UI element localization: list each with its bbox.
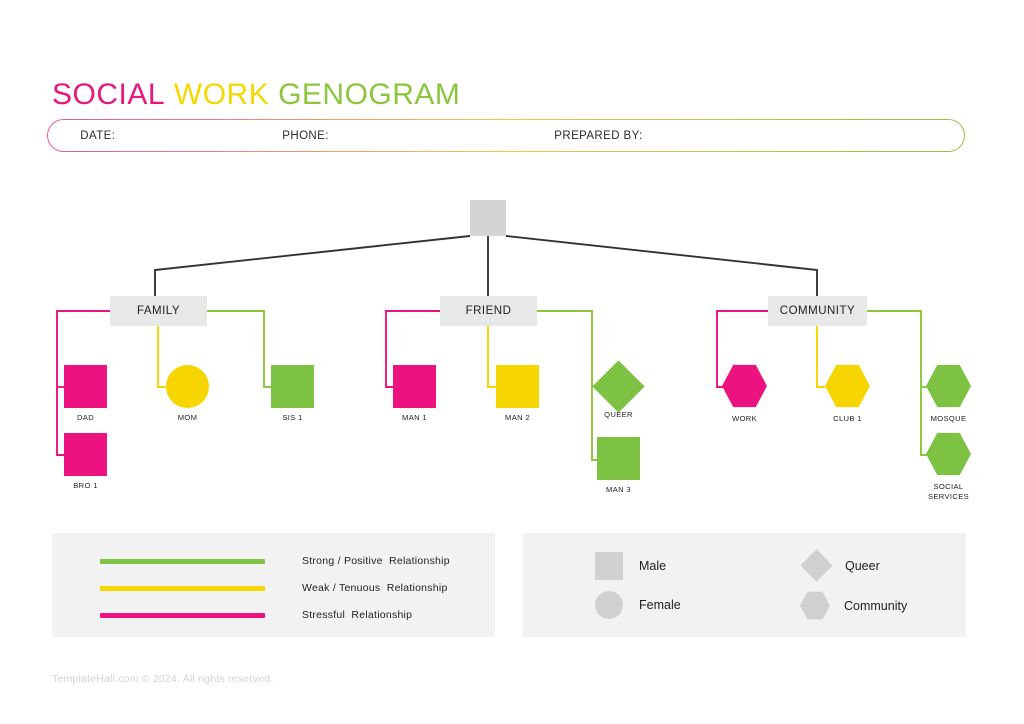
legend-row-strong: Strong / Positive Relationship (100, 555, 450, 567)
node-sis-1-square (271, 365, 314, 408)
branch-label-community: COMMUNITY (779, 305, 856, 317)
legend-shape-queer: Queer (800, 549, 880, 582)
node-work-label: WORK (731, 414, 758, 423)
node-work-hexagon (722, 364, 767, 408)
header-field-bar: DATE: PHONE: PREPARED BY: (47, 119, 965, 152)
root-node-square[interactable] (470, 200, 506, 236)
node-man-2-square (496, 365, 539, 408)
node-club-1-label: CLUB 1 (833, 414, 862, 423)
node-mosque-hexagon (926, 364, 971, 408)
node-sis-1-label: SIS 1 (282, 413, 303, 422)
node-mom-circle (166, 365, 209, 408)
legend-shape-community: Community (800, 591, 907, 620)
branch-label-friend: FRIEND (465, 305, 512, 317)
node-mom-label: MOM (177, 413, 198, 422)
node-man-2-label: MAN 2 (505, 413, 530, 422)
node-dad-label: DAD (76, 413, 95, 422)
node-bro-1-label: BRO 1 (73, 481, 98, 490)
node-work[interactable]: WORK (722, 364, 767, 423)
legend-shape-male: Male (595, 552, 666, 580)
legend-shape-female: Female (595, 591, 681, 619)
branch-box-community[interactable]: COMMUNITY (768, 296, 867, 326)
root-connectors (154, 235, 818, 296)
diamond-icon (800, 549, 833, 582)
node-man-3-label: MAN 3 (606, 485, 631, 494)
legend-line-stressful-label: Stressful Relationship (302, 609, 413, 621)
header-field-bar-inner: DATE: PHONE: PREPARED BY: (48, 120, 964, 151)
node-dad[interactable]: DAD (64, 365, 107, 422)
legend-relationships: Strong / Positive Relationship Weak / Te… (52, 533, 495, 637)
node-mom[interactable]: MOM (166, 365, 209, 422)
node-queer-diamond (592, 360, 645, 413)
legend-shape-male-label: Male (639, 559, 667, 573)
node-queer-label: QUEER (604, 410, 633, 419)
node-bro-1-square (64, 433, 107, 476)
footer-credit: TemplateHall.com © 2024. All rights rese… (52, 673, 274, 685)
legend-line-strong-label: Strong / Positive Relationship (302, 555, 450, 567)
node-man-3-square (597, 437, 640, 480)
node-bro-1[interactable]: BRO 1 (64, 433, 107, 490)
node-dad-square (64, 365, 107, 408)
node-man-1-square (393, 365, 436, 408)
node-mosque[interactable]: MOSQUE (926, 364, 971, 423)
legend-line-weak-label: Weak / Tenuous Relationship (302, 582, 448, 594)
legend-line-stressful-swatch (100, 612, 265, 618)
legend-shape-female-label: Female (639, 598, 681, 612)
node-man-1[interactable]: MAN 1 (393, 365, 436, 422)
title-part-genogram: GENOGRAM (278, 78, 461, 111)
title-part-social: SOCIAL (52, 78, 166, 111)
node-man-3[interactable]: MAN 3 (597, 437, 640, 494)
prepared-by-field-label[interactable]: PREPARED BY: (554, 129, 643, 142)
hexagon-icon (800, 591, 830, 620)
legend-shape-community-label: Community (844, 598, 908, 613)
node-man-2[interactable]: MAN 2 (496, 365, 539, 422)
node-mosque-label: MOSQUE (930, 414, 967, 423)
node-social-services[interactable]: SOCIAL SERVICES (926, 432, 971, 501)
circle-icon (595, 591, 623, 619)
node-social-services-hexagon (926, 432, 971, 476)
legend-row-stressful: Stressful Relationship (100, 609, 412, 621)
legend-row-weak: Weak / Tenuous Relationship (100, 582, 448, 594)
branch-box-family[interactable]: FAMILY (110, 296, 207, 326)
title-part-work: WORK (173, 78, 270, 111)
branch-label-family: FAMILY (136, 305, 181, 317)
square-icon (595, 552, 623, 580)
legend-shape-queer-label: Queer (845, 558, 880, 573)
node-sis-1[interactable]: SIS 1 (271, 365, 314, 422)
legend-shapes: Male Female Queer Community (523, 533, 966, 637)
legend-line-weak-swatch (100, 585, 265, 591)
legend-line-strong-swatch (100, 558, 265, 564)
node-queer[interactable]: QUEER (592, 360, 645, 419)
node-club-1-hexagon (825, 364, 870, 408)
date-field-label[interactable]: DATE: (80, 129, 116, 142)
node-club-1[interactable]: CLUB 1 (825, 364, 870, 423)
page-title: SOCIAL WORK GENOGRAM (52, 78, 460, 112)
branch-box-friend[interactable]: FRIEND (440, 296, 537, 326)
node-man-1-label: MAN 1 (402, 413, 427, 422)
phone-field-label[interactable]: PHONE: (282, 129, 329, 142)
node-social-services-label: SOCIAL SERVICES (927, 482, 970, 501)
